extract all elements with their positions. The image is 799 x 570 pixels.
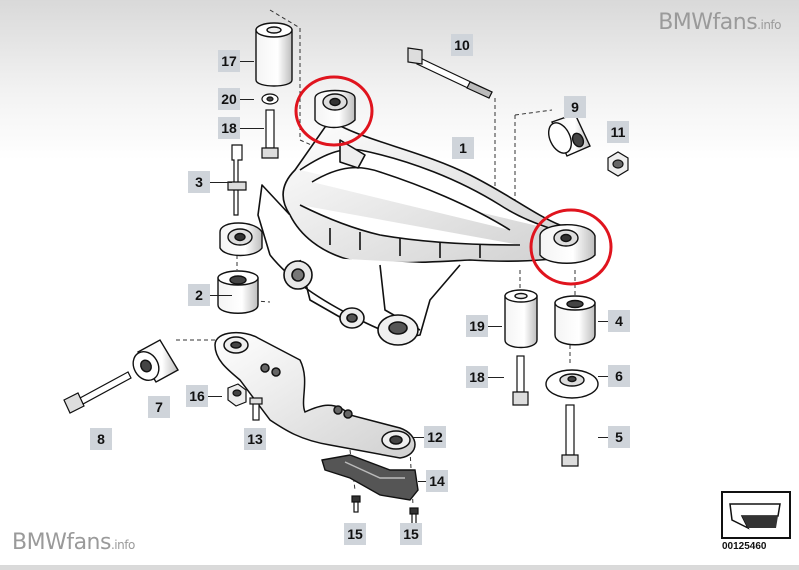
watermark-bottom-brand: BMWfans [12,530,111,555]
callout-part-15-right: 15 [400,523,422,545]
left-mount-bushing [219,222,263,257]
rubber-mount-4 [554,295,596,346]
callout-part-14: 14 [418,470,448,492]
callout-part-6: 6 [598,365,630,387]
screw-15-left [351,495,361,513]
washer-plate-6 [545,369,599,399]
bushing-9 [547,113,591,157]
part-label-19: 19 [466,315,488,337]
callout-part-15-left: 15 [344,523,366,545]
leader-line [598,436,608,438]
callout-part-10: 10 [451,34,473,56]
watermark-top-suffix: .info [757,18,781,32]
callout-part-4: 4 [598,310,630,332]
callout-part-5: 5 [598,426,630,448]
highlight-circle-top [294,75,374,147]
callout-part-16: 16 [186,385,222,407]
nut-11 [607,151,629,177]
callout-part-1: 1 [452,137,474,159]
leader-line [210,181,232,183]
top-front-bushing [314,89,356,129]
part-label-7: 7 [148,396,170,418]
direction-arrow-icon [721,491,791,539]
leader-line [488,325,502,327]
callout-part-18-lower: 18 [466,366,504,388]
watermark-top: BMWfans.info [658,10,781,35]
rubber-mount-19 [504,289,538,349]
part-label-10: 10 [451,34,473,56]
bolt-18-upper [261,109,279,159]
heat-shield-14 [321,454,419,501]
part-label-14: 14 [426,470,448,492]
bushing-7 [132,339,179,383]
part-label-20: 20 [218,88,240,110]
part-label-18-upper: 18 [218,117,240,139]
callout-part-17: 17 [218,50,254,72]
diagram-code: 00125460 [722,541,767,552]
leader-line [418,480,426,482]
callout-part-12: 12 [412,426,446,448]
part-label-15-left: 15 [344,523,366,545]
leader-line [210,294,232,296]
leader-line [240,60,254,62]
bolt-13 [249,397,263,421]
leader-line [598,375,608,377]
leader-line [598,320,608,322]
part-label-17: 17 [218,50,240,72]
leader-line [412,436,424,438]
rubber-mount-17 [255,22,293,87]
nut-16 [227,383,247,407]
highlight-circles [294,75,613,286]
callout-part-7: 7 [148,396,170,418]
part-label-9: 9 [564,96,586,118]
bolt-8 [63,371,132,414]
part-label-11: 11 [607,121,629,143]
callout-part-19: 19 [466,315,502,337]
callout-part-11: 11 [607,121,629,143]
part-label-6: 6 [608,365,630,387]
leader-line [208,395,222,397]
part-label-13: 13 [244,428,266,450]
leader-line [240,127,264,129]
part-label-3: 3 [188,171,210,193]
callout-part-20: 20 [218,88,254,110]
callout-part-8: 8 [90,428,112,450]
washer-20 [261,93,279,105]
part-label-16: 16 [186,385,208,407]
highlight-circle-right [529,208,613,286]
part-label-18-lower: 18 [466,366,488,388]
part-label-8: 8 [90,428,112,450]
rear-axle-carrier [257,119,576,346]
bolt-18-lower [512,355,529,406]
leader-line [240,98,254,100]
bolt-10 [407,47,493,99]
part-label-1: 1 [452,137,474,159]
right-mount-bushing [539,224,596,264]
callout-part-3: 3 [188,171,232,193]
callout-part-18-upper: 18 [218,117,264,139]
bracket-12 [214,331,416,459]
part-label-15-right: 15 [400,523,422,545]
part-label-4: 4 [608,310,630,332]
callout-part-9: 9 [564,96,586,118]
screw-15-right [409,507,419,525]
part-label-12: 12 [424,426,446,448]
part-label-5: 5 [608,426,630,448]
callout-part-2: 2 [188,284,232,306]
part-label-2: 2 [188,284,210,306]
callout-part-13: 13 [244,428,266,450]
stud-bolt-3 [227,144,247,216]
watermark-bottom-suffix: .info [110,538,135,552]
watermark-bottom: BMWfans.info [12,530,135,555]
watermark-top-brand: BMWfans [658,10,758,35]
bolt-5 [561,404,579,467]
rubber-mount-2 [217,270,259,314]
leader-line [488,376,504,378]
